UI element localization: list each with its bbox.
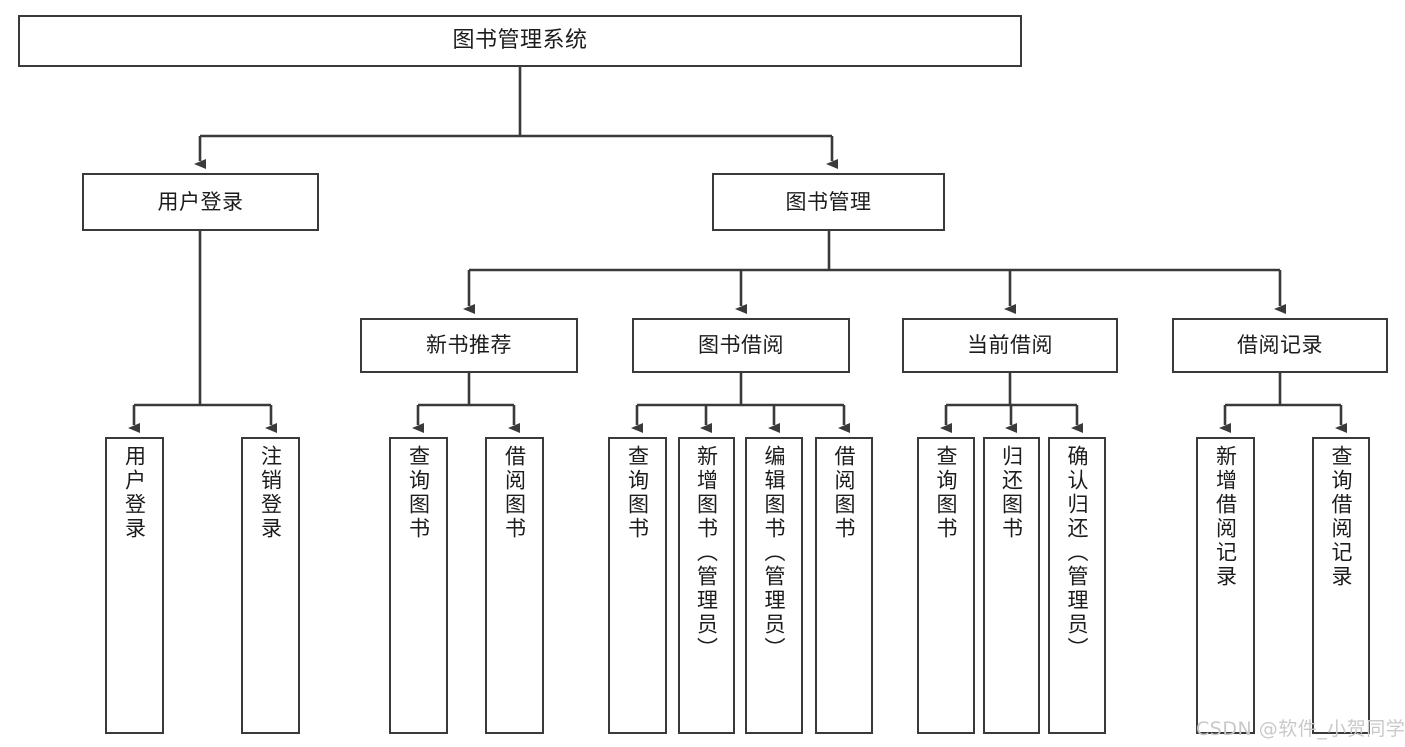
node-label: 新增借阅记录	[1213, 445, 1238, 589]
node-label: 编辑图书（管理员）	[762, 445, 787, 661]
node-label: 图书借阅	[698, 333, 784, 358]
node-user-login[interactable]: 用户登录	[82, 173, 319, 231]
node-label: 用户登录	[157, 189, 244, 214]
node-leaf-add-borrow-record[interactable]: 新增借阅记录	[1196, 437, 1255, 734]
node-label: 查询图书	[625, 445, 650, 541]
node-label: 用户登录	[122, 445, 147, 541]
node-leaf-user-login[interactable]: 用户登录	[105, 437, 164, 734]
node-current-borrow[interactable]: 当前借阅	[902, 318, 1118, 373]
node-label: 查询图书	[934, 445, 959, 541]
node-label: 新增图书（管理员）	[694, 445, 719, 661]
node-label: 归还图书	[999, 445, 1024, 541]
node-leaf-return-book[interactable]: 归还图书	[983, 437, 1040, 734]
node-leaf-query-borrow-record[interactable]: 查询借阅记录	[1312, 437, 1370, 734]
node-leaf-add-book-admin[interactable]: 新增图书（管理员）	[678, 437, 735, 734]
node-label: 借阅图书	[832, 445, 857, 541]
node-label: 图书管理系统	[452, 28, 588, 54]
edge-userlogin-to-leaves	[128, 231, 277, 433]
node-leaf-query-book-current[interactable]: 查询图书	[917, 437, 975, 734]
node-borrow-record[interactable]: 借阅记录	[1172, 318, 1388, 373]
node-label: 当前借阅	[967, 333, 1053, 358]
node-label: 借阅图书	[502, 445, 527, 541]
node-leaf-borrow-book-recommend[interactable]: 借阅图书	[485, 437, 544, 734]
edge-root-to-level1	[194, 67, 838, 169]
node-leaf-query-book-recommend[interactable]: 查询图书	[389, 437, 448, 734]
edge-currentborrow-to-leaves	[940, 373, 1083, 433]
edge-newbook-to-leaves	[412, 373, 520, 433]
node-root-system[interactable]: 图书管理系统	[18, 15, 1022, 67]
edge-booksmanage-to-level2	[463, 231, 1286, 314]
node-leaf-query-book-borrow[interactable]: 查询图书	[608, 437, 667, 734]
node-book-borrow[interactable]: 图书借阅	[632, 318, 850, 373]
node-label: 注销登录	[258, 445, 283, 541]
node-leaf-logout[interactable]: 注销登录	[241, 437, 300, 734]
node-book-manage[interactable]: 图书管理	[712, 173, 945, 231]
node-label: 图书管理	[785, 189, 872, 214]
node-label: 新书推荐	[426, 333, 512, 358]
node-label: 确认归还（管理员）	[1065, 445, 1090, 661]
node-new-book-recommend[interactable]: 新书推荐	[360, 318, 578, 373]
node-label: 查询图书	[406, 445, 431, 541]
edge-bookborrow-to-leaves	[631, 373, 850, 433]
node-label: 查询借阅记录	[1329, 445, 1354, 589]
node-leaf-edit-book-admin[interactable]: 编辑图书（管理员）	[745, 437, 803, 734]
edge-borrowrecord-to-leaves	[1219, 373, 1347, 433]
node-label: 借阅记录	[1237, 333, 1323, 358]
node-leaf-confirm-return-admin[interactable]: 确认归还（管理员）	[1048, 437, 1106, 734]
node-leaf-borrow-book[interactable]: 借阅图书	[815, 437, 873, 734]
csdn-watermark: CSDN @软件_小贺同学	[1196, 718, 1405, 740]
